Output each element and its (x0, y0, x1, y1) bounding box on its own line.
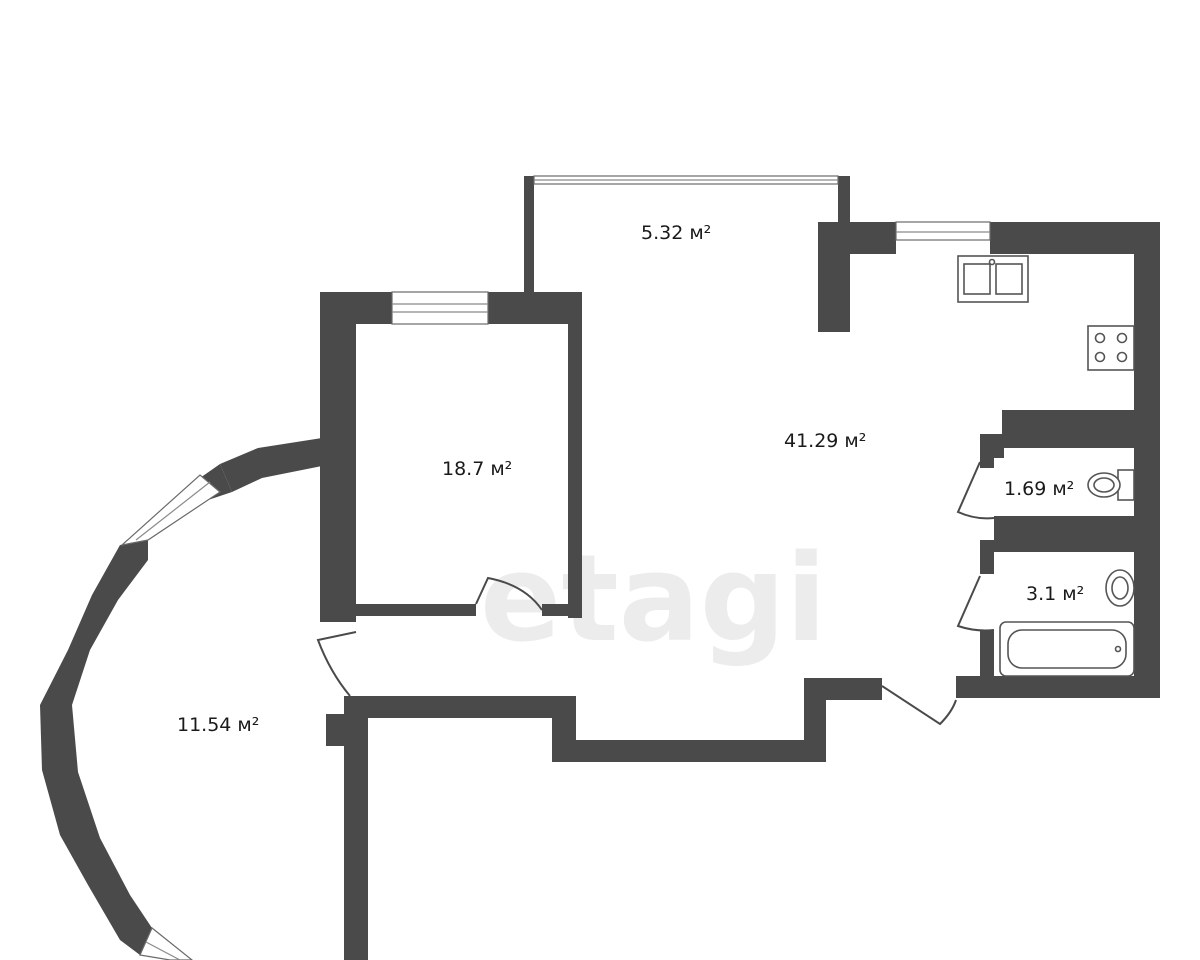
room-label-toilet: 1.69 м² (1004, 478, 1074, 500)
kitchen-walls (818, 222, 1160, 698)
curved-window-lower (139, 927, 193, 960)
room-label-living-kitchen: 41.29 м² (784, 430, 866, 452)
bathroom-sink (1105, 569, 1135, 607)
kitchen-window (895, 221, 991, 241)
entry-door (316, 631, 357, 697)
bedroom-door (475, 576, 543, 611)
bottom-walls (326, 678, 882, 960)
watermark: etagi (480, 530, 827, 669)
curved-window-upper (119, 474, 221, 546)
toilet-bowl (1087, 469, 1135, 501)
balcony-window (533, 175, 839, 185)
room-label-bathroom: 3.1 м² (1026, 583, 1084, 605)
room-label-bedroom: 18.7 м² (442, 458, 512, 480)
balcony-walls (524, 176, 850, 296)
bathtub (999, 621, 1135, 677)
bedroom-walls (320, 292, 582, 622)
room-label-round-room: 11.54 м² (177, 714, 259, 736)
kitchen-door (881, 685, 957, 726)
bathroom-door (956, 575, 995, 632)
bedroom-window (391, 291, 489, 325)
stove (1087, 325, 1135, 371)
room-label-balcony: 5.32 м² (641, 222, 711, 244)
kitchen-sink (957, 255, 1029, 303)
toilet-door (956, 461, 995, 520)
